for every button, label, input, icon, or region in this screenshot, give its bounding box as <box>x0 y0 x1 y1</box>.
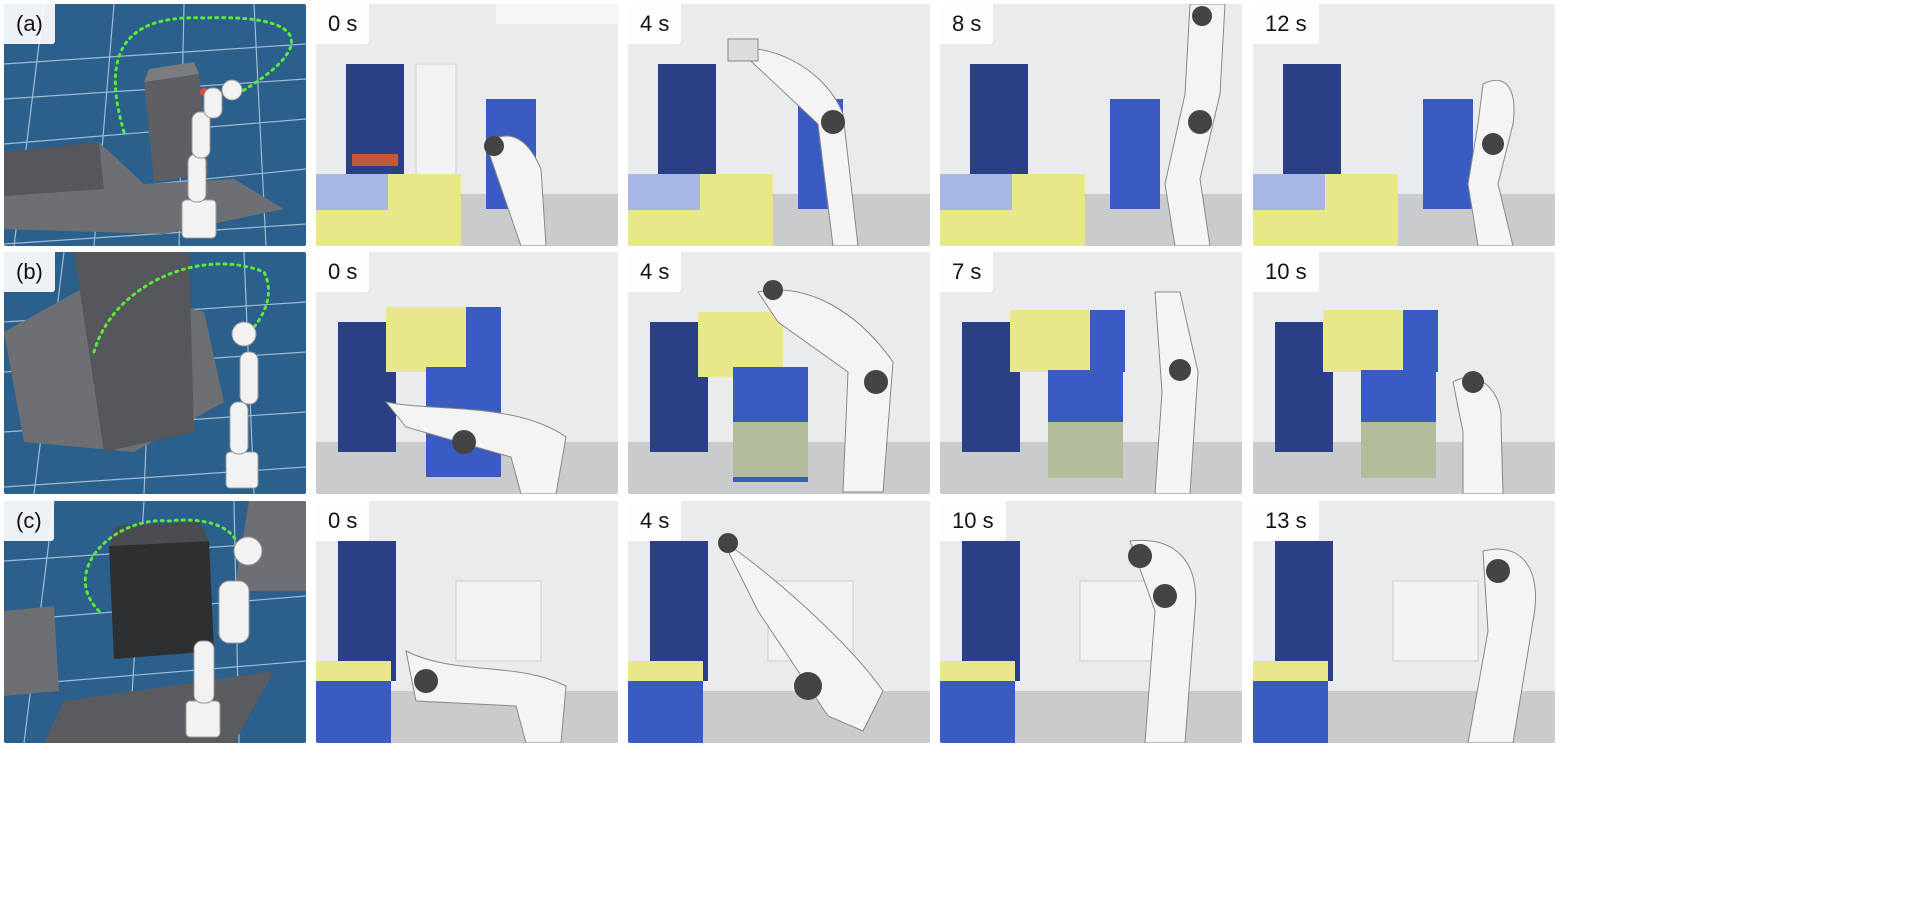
lab-frame-a4: 12 s <box>1253 4 1555 246</box>
lab-frame-c1: 0 s <box>316 501 618 743</box>
lab-photo <box>316 501 618 743</box>
lab-photo <box>940 501 1242 743</box>
time-label: 4 s <box>628 501 682 541</box>
lab-frame-b1: 0 s <box>316 252 618 494</box>
time-label: 12 s <box>1253 4 1319 44</box>
sim-render-b <box>4 252 306 494</box>
lab-photo <box>1253 4 1555 246</box>
time-label: 0 s <box>316 252 370 292</box>
time-label: 10 s <box>940 501 1006 541</box>
lab-frame-c2: 4 s <box>628 501 930 743</box>
lab-frame-c3: 10 s <box>940 501 1242 743</box>
time-label: 7 s <box>940 252 994 292</box>
lab-frame-a3: 8 s <box>940 4 1242 246</box>
time-label: 4 s <box>628 252 682 292</box>
lab-frame-b2: 4 s <box>628 252 930 494</box>
row-label-b: (b) <box>4 252 55 292</box>
lab-photo <box>628 252 930 494</box>
sim-panel-a: (a) <box>4 4 306 246</box>
time-label: 13 s <box>1253 501 1319 541</box>
row-label-a: (a) <box>4 4 55 44</box>
sim-render-c <box>4 501 306 743</box>
lab-frame-b3: 7 s <box>940 252 1242 494</box>
time-label: 0 s <box>316 4 370 44</box>
lab-photo <box>628 4 930 246</box>
lab-frame-a2: 4 s <box>628 4 930 246</box>
lab-frame-a1: 0 s <box>316 4 618 246</box>
lab-photo <box>316 252 618 494</box>
time-label: 8 s <box>940 4 994 44</box>
sim-render-a <box>4 4 306 246</box>
lab-frame-c4: 13 s <box>1253 501 1555 743</box>
lab-photo <box>316 4 618 246</box>
lab-photo <box>940 252 1242 494</box>
time-label: 4 s <box>628 4 682 44</box>
lab-photo <box>628 501 930 743</box>
lab-photo <box>1253 252 1555 494</box>
lab-photo <box>940 4 1242 246</box>
row-label-c: (c) <box>4 501 54 541</box>
time-label: 10 s <box>1253 252 1319 292</box>
time-label: 0 s <box>316 501 370 541</box>
lab-photo <box>1253 501 1555 743</box>
lab-frame-b4: 10 s <box>1253 252 1555 494</box>
sim-panel-c: (c) <box>4 501 306 743</box>
sim-panel-b: (b) <box>4 252 306 494</box>
